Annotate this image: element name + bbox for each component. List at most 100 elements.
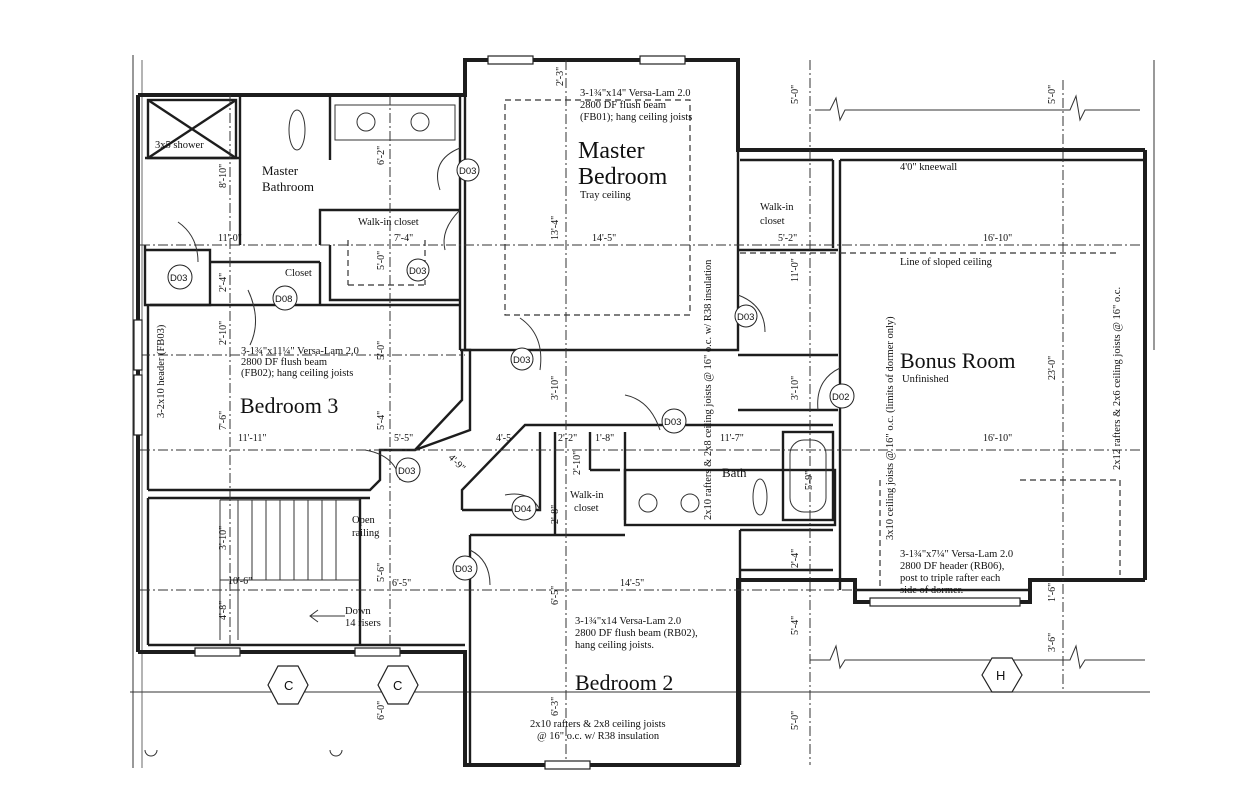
dim-label: 3'-10": [790, 376, 801, 400]
dim-label: 6'-5": [392, 578, 411, 589]
dim-label: 11'-0": [218, 233, 242, 244]
dim-label: 2'-4": [218, 273, 229, 292]
door-tag: D03: [459, 166, 476, 177]
dim-label: 10'-6": [228, 576, 252, 587]
dim-label: 6'-0": [376, 701, 387, 720]
rafters-bottom-line2: @ 16" o.c. w/ R38 insulation: [537, 731, 660, 742]
door-tag: D04: [514, 504, 531, 515]
master-bathroom-label-1: Master: [262, 163, 299, 178]
dim-label: 4'-8": [218, 601, 229, 620]
marker-c-1: C: [284, 678, 293, 693]
dimension-labels: 2'-3" 5'-0" 5'-0" 6'-2" 8'-10" 11'-0" 7'…: [218, 67, 1058, 730]
stairs: [219, 499, 360, 640]
down-line2: 14 risers: [345, 618, 381, 629]
beam-fb01-line1: 3-1¾"x14" Versa-Lam 2.0: [580, 88, 690, 99]
dim-label: 4'-5: [496, 433, 511, 444]
rafters-right-note: 2x12 rafters & 2x6 ceiling joists @ 16" …: [1112, 287, 1123, 470]
dim-label: 1'-8": [595, 433, 614, 444]
beam-fb01-line2: 2800 DF flush beam: [580, 100, 666, 111]
header-rb06-line3: post to triple rafter each: [900, 573, 1001, 584]
open-railing-line2: railing: [352, 528, 380, 539]
dim-label: 2'-4": [790, 549, 801, 568]
dim-label: 3'-6": [1047, 633, 1058, 652]
rafters-center-note: 2x10 rafters & 2x8 ceiling joists @ 16" …: [703, 259, 714, 520]
door-tag: D03: [170, 273, 187, 284]
dim-label: 3'-10": [550, 376, 561, 400]
dim-label: 5'-4": [790, 616, 801, 635]
dim-label: 5'-2": [778, 233, 797, 244]
dim-label: 2'-10": [572, 451, 583, 475]
walkin-lower-label-1: Walk-in: [570, 490, 604, 501]
bedroom3-label: Bedroom 3: [240, 393, 338, 418]
beam-rb02-line3: hang ceiling joists.: [575, 640, 654, 651]
dim-label: 11'-0": [790, 258, 801, 282]
header-rb06-line1: 3-1¾"x7¼" Versa-Lam 2.0: [900, 549, 1013, 560]
dim-label: 14'-5": [620, 578, 644, 589]
beam-fb02-line1: 3-1¾"x11¼" Versa-Lam 2.0: [241, 346, 359, 357]
dim-label: 2'-10": [218, 321, 229, 345]
dim-label: 13'-4": [550, 216, 561, 240]
master-bathroom-label-2: Bathroom: [262, 179, 314, 194]
door-tag: D03: [409, 266, 426, 277]
master-bedroom-note: Tray ceiling: [580, 190, 631, 201]
dim-label: 4'-9": [446, 452, 467, 473]
dim-label: 5'-9": [804, 471, 815, 490]
dim-label: 16'-10": [983, 233, 1012, 244]
bath-label: Bath: [722, 465, 747, 480]
windows: [133, 55, 1021, 770]
beam-rb02-line1: 3-1¾"x14 Versa-Lam 2.0: [575, 616, 681, 627]
header-rb06-line4: side of dormer.: [900, 585, 963, 596]
door-tag: D03: [737, 312, 754, 323]
dim-label: 2'-8": [550, 505, 561, 524]
section-markers: C C H: [267, 657, 1023, 705]
dim-label: 23'-0": [1047, 356, 1058, 380]
header-rb06-line2: 2800 DF header (RB06),: [900, 561, 1004, 572]
marker-c-2: C: [393, 678, 402, 693]
beam-rb02-line2: 2800 DF flush beam (RB02),: [575, 628, 698, 639]
dim-label: 5'-0": [790, 85, 801, 104]
bedroom2-label: Bedroom 2: [575, 670, 673, 695]
dim-label: 2'-2": [558, 433, 577, 444]
break-symbols: [810, 94, 1145, 670]
dim-label: 6'-2": [376, 146, 387, 165]
door-tag: D03: [513, 355, 530, 366]
dim-label: 5'-0": [790, 711, 801, 730]
walkin-right-label-2: closet: [760, 216, 785, 227]
dim-label: 5'-0": [376, 341, 387, 360]
dim-label: 1'-6": [1047, 583, 1058, 602]
walkin-lower-label-2: closet: [574, 503, 599, 514]
door-tag: D03: [398, 466, 415, 477]
door-swings: [177, 147, 841, 586]
header-fb03-note: 3-2x10 header (FB03): [156, 324, 167, 418]
dim-label: 2'-3": [555, 67, 566, 86]
shower-label: 3x5 shower: [155, 140, 204, 151]
dim-label: 11'-11": [238, 433, 266, 444]
rafters-bottom-line1: 2x10 rafters & 2x8 ceiling joists: [530, 719, 666, 730]
master-bedroom-label-2: Bedroom: [578, 164, 668, 190]
dim-label: 16'-10": [983, 433, 1012, 444]
beam-fb02-line2: 2800 DF flush beam: [241, 357, 327, 368]
door-tag: D08: [275, 294, 292, 305]
bonus-room-label: Bonus Room: [900, 348, 1016, 373]
dim-label: 8'-10": [218, 164, 229, 188]
dim-label: 6'-3": [550, 697, 561, 716]
dim-label: 11'-7": [720, 433, 744, 444]
kneewall-note: 4'0" kneewall: [900, 162, 957, 173]
dim-label: 5'-0": [376, 251, 387, 270]
structural-notes: 3-1¾"x14" Versa-Lam 2.0 2800 DF flush be…: [156, 88, 1123, 742]
door-tag: D03: [455, 564, 472, 575]
dim-label: 5'-0": [1047, 85, 1058, 104]
door-tag: D03: [664, 417, 681, 428]
walkin-master-label: Walk-in closet: [358, 217, 419, 228]
dashed-lines: [140, 60, 1140, 765]
corner-marks: [144, 749, 343, 757]
dim-label: 14'-5": [592, 233, 616, 244]
beam-fb02-line3: (FB02); hang ceiling joists: [241, 368, 353, 379]
closet-label: Closet: [285, 268, 312, 279]
bonus-room-note: Unfinished: [902, 374, 949, 385]
room-labels: Master Bedroom Tray ceiling Master Bathr…: [155, 138, 1016, 695]
dim-label: 5'-4": [376, 411, 387, 430]
dim-label: 3'-10": [218, 526, 229, 550]
master-bedroom-label-1: Master: [578, 138, 645, 164]
